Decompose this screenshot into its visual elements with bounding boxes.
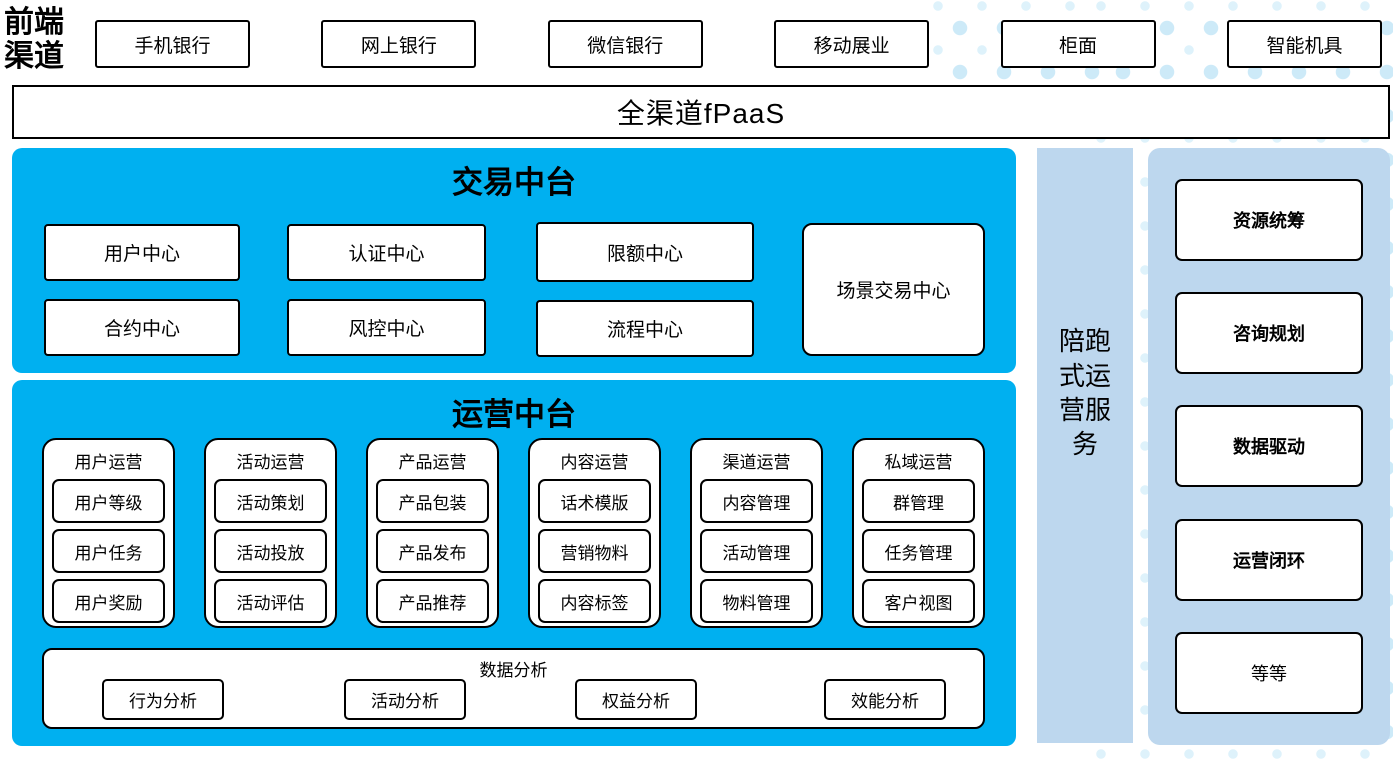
front-channels-label: 前端渠道 — [4, 6, 64, 73]
channel-mobile-banking: 手机银行 — [95, 20, 250, 68]
op-item: 客户视图 — [862, 579, 975, 623]
operation-platform-title: 运营中台 — [452, 397, 576, 432]
op-item: 内容管理 — [700, 479, 813, 523]
op-item: 物料管理 — [700, 579, 813, 623]
column-product-operation: 产品运营 产品包装 产品发布 产品推荐 — [366, 438, 499, 628]
column-header: 产品运营 — [398, 453, 467, 472]
column-header: 活动运营 — [236, 453, 305, 472]
box-resource-coordination: 资源统筹 — [1175, 179, 1363, 262]
channel-counter: 柜面 — [1000, 20, 1156, 68]
op-item: 活动管理 — [700, 529, 813, 573]
channel-row: 手机银行 网上银行 微信银行 移动展业 柜面 智能机具 — [95, 20, 1382, 68]
data-analysis-title: 数据分析 — [479, 661, 548, 680]
op-item: 产品发布 — [376, 529, 489, 573]
column-header: 私域运营 — [884, 453, 953, 472]
box-activity-analysis: 活动分析 — [344, 679, 466, 720]
box-scenario-transaction-center: 场景交易中心 — [802, 223, 985, 356]
box-limit-center: 限额中心 — [536, 222, 754, 282]
column-header: 内容运营 — [560, 453, 629, 472]
op-item: 内容标签 — [538, 579, 651, 623]
op-item: 营销物料 — [538, 529, 651, 573]
box-risk-center: 风控中心 — [287, 299, 486, 356]
op-item: 活动评估 — [214, 579, 327, 623]
op-item: 任务管理 — [862, 529, 975, 573]
channel-wechat-banking: 微信银行 — [547, 20, 703, 68]
box-efficiency-analysis: 效能分析 — [824, 679, 946, 720]
transaction-platform-title: 交易中台 — [452, 165, 576, 200]
box-data-driven: 数据驱动 — [1175, 405, 1363, 488]
column-content-operation: 内容运营 话术模版 营销物料 内容标签 — [528, 438, 661, 628]
box-consulting-planning: 咨询规划 — [1175, 292, 1363, 375]
operation-columns: 用户运营 用户等级 用户任务 用户奖励 活动运营 活动策划 活动投放 活动评估 … — [42, 438, 985, 628]
box-user-center: 用户中心 — [44, 224, 240, 281]
data-analysis-container: 数据分析 行为分析 活动分析 权益分析 效能分析 — [42, 648, 985, 729]
op-item: 产品包装 — [376, 479, 489, 523]
op-item: 话术模版 — [538, 479, 651, 523]
column-header: 用户运营 — [74, 453, 143, 472]
op-item: 产品推荐 — [376, 579, 489, 623]
box-process-center: 流程中心 — [536, 300, 754, 357]
fpaas-bar: 全渠道fPaaS — [12, 85, 1390, 139]
operation-platform-panel: 运营中台 用户运营 用户等级 用户任务 用户奖励 活动运营 活动策划 活动投放 … — [12, 380, 1016, 746]
op-item: 用户奖励 — [52, 579, 165, 623]
op-item: 用户任务 — [52, 529, 165, 573]
column-user-operation: 用户运营 用户等级 用户任务 用户奖励 — [42, 438, 175, 628]
transaction-platform-panel: 交易中台 用户中心 认证中心 限额中心 合约中心 风控中心 流程中心 场景交易中… — [12, 148, 1016, 373]
channel-online-banking: 网上银行 — [321, 20, 477, 68]
channel-mobile-business: 移动展业 — [774, 20, 930, 68]
box-behavior-analysis: 行为分析 — [102, 679, 224, 720]
box-operation-closed-loop: 运营闭环 — [1175, 518, 1363, 601]
op-item: 用户等级 — [52, 479, 165, 523]
box-auth-center: 认证中心 — [287, 224, 486, 281]
column-header: 渠道运营 — [722, 453, 791, 472]
service-panel: 资源统筹 咨询规划 数据驱动 运营闭环 等等 — [1148, 148, 1390, 745]
accompany-service-label: 陪跑式运营服务 — [1058, 326, 1111, 460]
column-activity-operation: 活动运营 活动策划 活动投放 活动评估 — [204, 438, 337, 628]
op-item: 活动策划 — [214, 479, 327, 523]
column-private-domain-operation: 私域运营 群管理 任务管理 客户视图 — [852, 438, 985, 628]
box-contract-center: 合约中心 — [44, 299, 240, 356]
op-item: 群管理 — [862, 479, 975, 523]
box-etc: 等等 — [1175, 631, 1363, 714]
column-channel-operation: 渠道运营 内容管理 活动管理 物料管理 — [690, 438, 823, 628]
accompany-service-bar: 陪跑式运营服务 — [1037, 148, 1133, 743]
op-item: 活动投放 — [214, 529, 327, 573]
channel-smart-devices: 智能机具 — [1226, 20, 1382, 68]
box-rights-analysis: 权益分析 — [575, 679, 697, 720]
